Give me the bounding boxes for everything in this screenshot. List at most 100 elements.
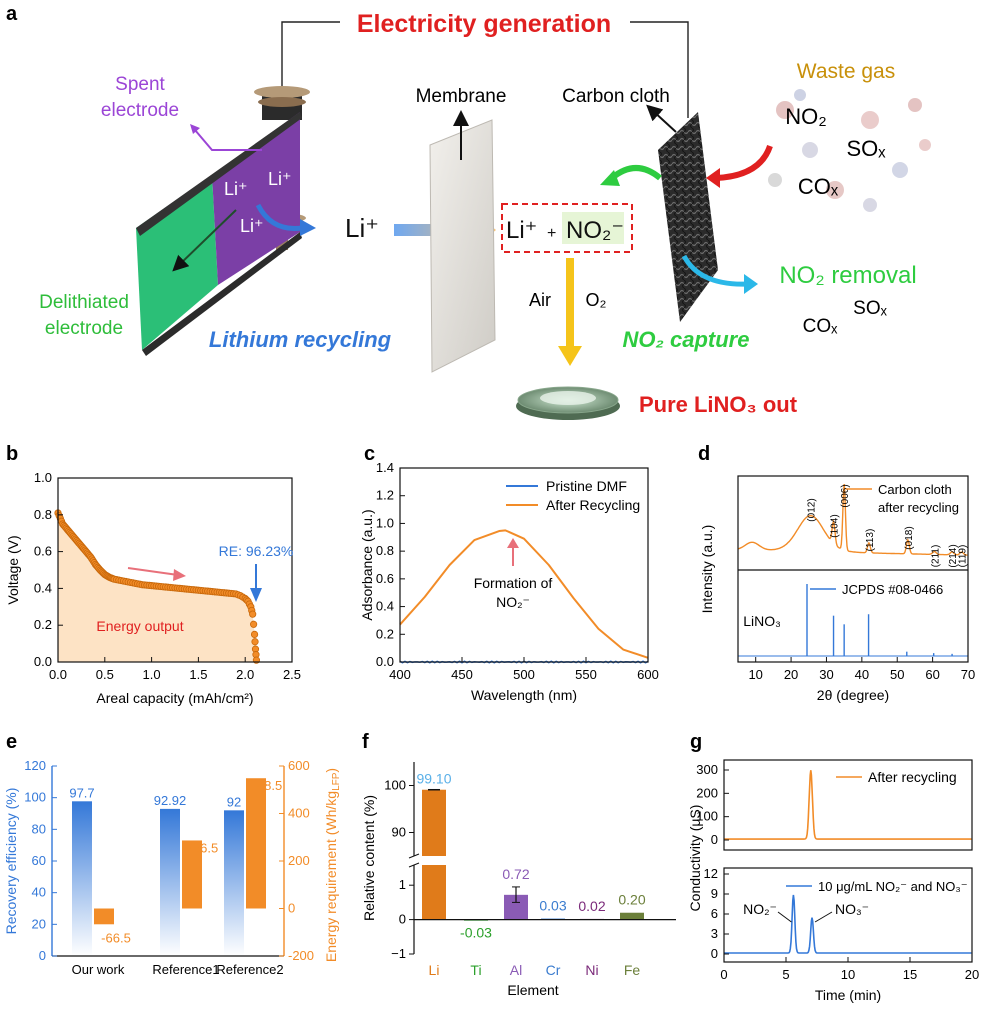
legend-label-standard: 10 μg/mL NO₂⁻ and NO₃⁻ — [818, 879, 968, 894]
x-tick-label: 550 — [575, 667, 597, 682]
y-tick-label: −1 — [391, 946, 406, 961]
li-label-2: Li⁺ — [268, 169, 292, 189]
x-tick-label: 600 — [637, 667, 659, 682]
category-label: Fe — [624, 962, 641, 978]
peak-miller-label: (012) — [807, 498, 818, 521]
removed-sox-label: SOₓ — [853, 298, 887, 319]
waste-gas-inflow-arrowhead — [706, 168, 720, 188]
left-y-axis-label: Recovery efficiency (%) — [3, 788, 19, 935]
axis-break-mark — [408, 853, 420, 859]
left-y-tick-label: 60 — [32, 853, 46, 868]
y-axis-label: Relative content (%) — [361, 795, 377, 921]
lino3-dish — [516, 386, 620, 420]
energy-requirement-bar — [246, 778, 266, 909]
bar-value-label: -0.03 — [460, 925, 492, 941]
x-tick-label: 30 — [819, 667, 833, 682]
x-axis-label: Areal capacity (mAh/cm²) — [96, 690, 253, 706]
y-axis-label: Voltage (V) — [5, 535, 21, 604]
x-tick-label: 450 — [451, 667, 473, 682]
gas-no2-label: NO₂ — [785, 104, 827, 129]
spent-electrode-label-2: electrode — [101, 100, 179, 121]
bar-value-label: 0.02 — [578, 898, 605, 914]
x-axis-label: 2θ (degree) — [817, 687, 889, 703]
box-plus-label: + — [547, 225, 556, 242]
y-tick-label: 0.6 — [376, 571, 394, 586]
series-line-after-recycling — [399, 529, 649, 659]
li-label-3: Li⁺ — [240, 216, 264, 236]
legend-label-carbon-cloth-2: after recycling — [878, 500, 959, 515]
right-y-tick-label: -200 — [288, 948, 314, 963]
element-bar-li — [422, 789, 446, 920]
trend-arrow — [127, 567, 179, 576]
removal-arrowhead — [744, 274, 758, 294]
lower-y-tick-label: 3 — [711, 926, 718, 941]
right-y-axis-label-end: ) — [323, 768, 339, 773]
carbon-cloth — [658, 112, 718, 322]
y-tick-label: 0.8 — [376, 543, 394, 558]
delithiated-electrode-label-2: electrode — [45, 318, 123, 339]
voltage-data-point — [250, 620, 258, 628]
panel-d-axes-frame — [737, 475, 969, 663]
recovery-value-label: 92.92 — [154, 793, 187, 808]
category-label: Cr — [546, 962, 561, 978]
category-label: Ni — [585, 962, 598, 978]
upper-y-tick-label: 0 — [711, 832, 718, 847]
o2-label: O₂ — [586, 290, 607, 310]
x-tick-label: 10 — [841, 967, 855, 982]
energy-output-label: Energy output — [96, 618, 183, 634]
left-y-tick-label: 100 — [24, 790, 46, 805]
series-line-standard — [724, 894, 972, 954]
x-axis-label: Time (min) — [815, 987, 881, 1003]
left-y-tick-label: 20 — [32, 916, 46, 931]
spent-electrode-label-1: Spent — [115, 74, 165, 95]
axis-break-mark — [408, 862, 420, 868]
formation-annotation-species: NO₂⁻ — [496, 594, 530, 610]
category-label: Reference2 — [216, 962, 283, 977]
membrane-label: Membrane — [416, 86, 507, 107]
electrode-edge — [136, 112, 302, 236]
panel-f-relative-content: f99.10Li-0.03Ti0.72Al0.03Cr0.02Ni0.20Fe−… — [361, 731, 676, 998]
upper-y-tick-label: 200 — [696, 785, 718, 800]
left-y-tick-label: 0 — [39, 948, 46, 963]
x-tick-label: 0.0 — [49, 667, 67, 682]
capture-arrowhead — [600, 170, 620, 186]
li-label-1: Li⁺ — [224, 179, 248, 199]
trend-arrowhead — [173, 569, 186, 581]
removal-arrow — [681, 254, 749, 287]
voltage-data-point — [251, 638, 259, 646]
y-tick-label: 100 — [384, 778, 406, 793]
y-tick-label: 0.6 — [34, 544, 52, 559]
panel-f-label: f — [362, 731, 369, 753]
y-axis-label: Intensity (a.u.) — [699, 525, 715, 614]
energy-value-label: 548.5 — [250, 778, 283, 793]
re-arrowhead — [250, 588, 262, 602]
li-exit-arrow — [255, 203, 303, 232]
recovery-value-label: 97.7 — [69, 785, 94, 800]
x-tick-label: 15 — [903, 967, 917, 982]
y-tick-label: 0.2 — [34, 617, 52, 632]
series-line-after-recycling — [724, 770, 972, 840]
element-bar — [620, 912, 644, 920]
peak-miller-label: (119) — [958, 545, 969, 568]
axis-break-gap — [420, 856, 448, 865]
li-ion-label: Li⁺ — [345, 213, 379, 243]
peak-miller-label: (018) — [904, 526, 915, 549]
x-tick-label: 1.0 — [143, 667, 161, 682]
x-tick-label: 20 — [784, 667, 798, 682]
circuit-wire — [281, 21, 689, 118]
category-label: Li — [429, 962, 440, 978]
reaction-box — [501, 203, 633, 253]
formation-annotation: Formation of — [474, 575, 553, 591]
x-tick-label: 0.5 — [96, 667, 114, 682]
x-axis-label: Element — [507, 982, 558, 998]
removed-cox-label: COₓ — [803, 316, 839, 337]
y-tick-label: 1.0 — [376, 515, 394, 530]
series-line-carbon-cloth — [737, 484, 968, 556]
panel-d-label: d — [698, 443, 710, 465]
legend-label-after-recycling: After Recycling — [546, 497, 640, 513]
bar-value-label: 0.03 — [539, 898, 566, 914]
left-y-tick-label: 120 — [24, 758, 46, 773]
spent-electrode-region — [212, 112, 300, 285]
